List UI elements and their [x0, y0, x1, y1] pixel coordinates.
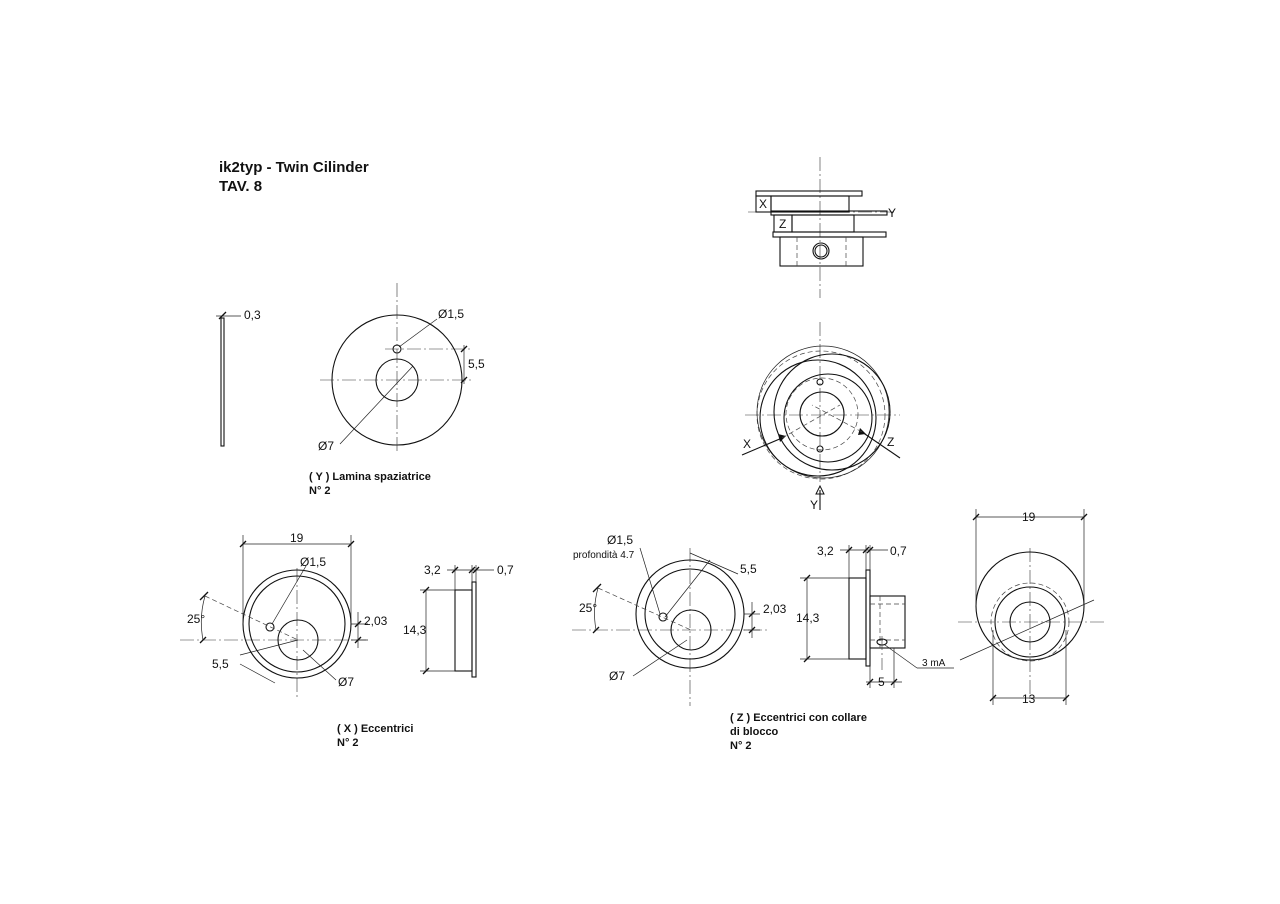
dim-x-radius: 5,5 [212, 657, 229, 671]
dim-z-hole: Ø1,5 [607, 533, 633, 547]
caption-x-line2: N° 2 [337, 737, 359, 749]
dim-z-height: 14,3 [796, 611, 820, 625]
dim-z-thick-a: 3,2 [817, 544, 834, 558]
dim-x-bore: Ø7 [338, 675, 354, 689]
assembly-label-y-side: Y [888, 206, 896, 220]
caption-y-part: ( Y ) Lamina spaziatrice N° 2 [309, 470, 431, 498]
dim-x-height: 14,3 [403, 623, 427, 637]
dim-x-hole: Ø1,5 [300, 555, 326, 569]
caption-y-line2: N° 2 [309, 485, 331, 497]
dim-y-thickness: 0,3 [244, 308, 261, 322]
assembly-label-x-front: X [743, 437, 751, 451]
caption-z-line3: N° 2 [730, 740, 752, 752]
dim-z-depth: profondità 4.7 [573, 550, 635, 561]
caption-y-line1: ( Y ) Lamina spaziatrice [309, 471, 431, 483]
dim-z-radius: 5,5 [740, 562, 757, 576]
z-eccentric-side-view [800, 545, 954, 688]
dim-z-collar: 5 [878, 675, 885, 689]
caption-x-part: ( X ) Eccentrici N° 2 [337, 722, 413, 750]
assembly-front-view [741, 322, 901, 510]
caption-x-line1: ( X ) Eccentrici [337, 723, 414, 735]
assembly-label-y-front: Y [810, 498, 818, 512]
dim-z-bore: Ø7 [609, 669, 625, 683]
dim-x-ecc: 2,03 [364, 614, 388, 628]
dim-x-angle: 25° [187, 612, 205, 626]
dim-z-outer: 19 [1022, 510, 1036, 524]
dim-z-thread: 3 mA [922, 658, 946, 669]
dim-y-offset: 5,5 [468, 357, 485, 371]
dim-z-angle: 25° [579, 601, 597, 615]
dim-x-thick-b: 0,7 [497, 563, 514, 577]
assembly-label-z-side: Z [779, 217, 786, 231]
z-eccentric-front-view [572, 547, 770, 706]
y-spacer-front-view [320, 283, 474, 452]
assembly-label-z-front: Z [887, 435, 894, 449]
dim-z-inner: 13 [1022, 692, 1036, 706]
caption-z-part: ( Z ) Eccentrici con collare di blocco N… [730, 711, 867, 753]
dim-y-hole: Ø1,5 [438, 307, 464, 321]
sheet-number: TAV. 8 [219, 178, 263, 195]
x-eccentric-front-view [180, 535, 368, 698]
dim-x-width: 19 [290, 531, 304, 545]
dim-z-thick-b: 0,7 [890, 544, 907, 558]
dim-y-bore: Ø7 [318, 439, 334, 453]
x-eccentric-side-view [420, 565, 494, 678]
caption-z-line1: ( Z ) Eccentrici con collare [730, 712, 867, 724]
dim-x-thick-a: 3,2 [424, 563, 441, 577]
z-eccentric-rear-view [958, 509, 1104, 705]
y-spacer-side-view [216, 311, 241, 447]
assembly-side-view [748, 157, 895, 298]
dim-z-ecc: 2,03 [763, 602, 787, 616]
caption-z-line2: di blocco [730, 726, 779, 738]
drawing-title: ik2typ - Twin Cilinder [219, 159, 369, 176]
assembly-label-x-side: X [759, 197, 767, 211]
